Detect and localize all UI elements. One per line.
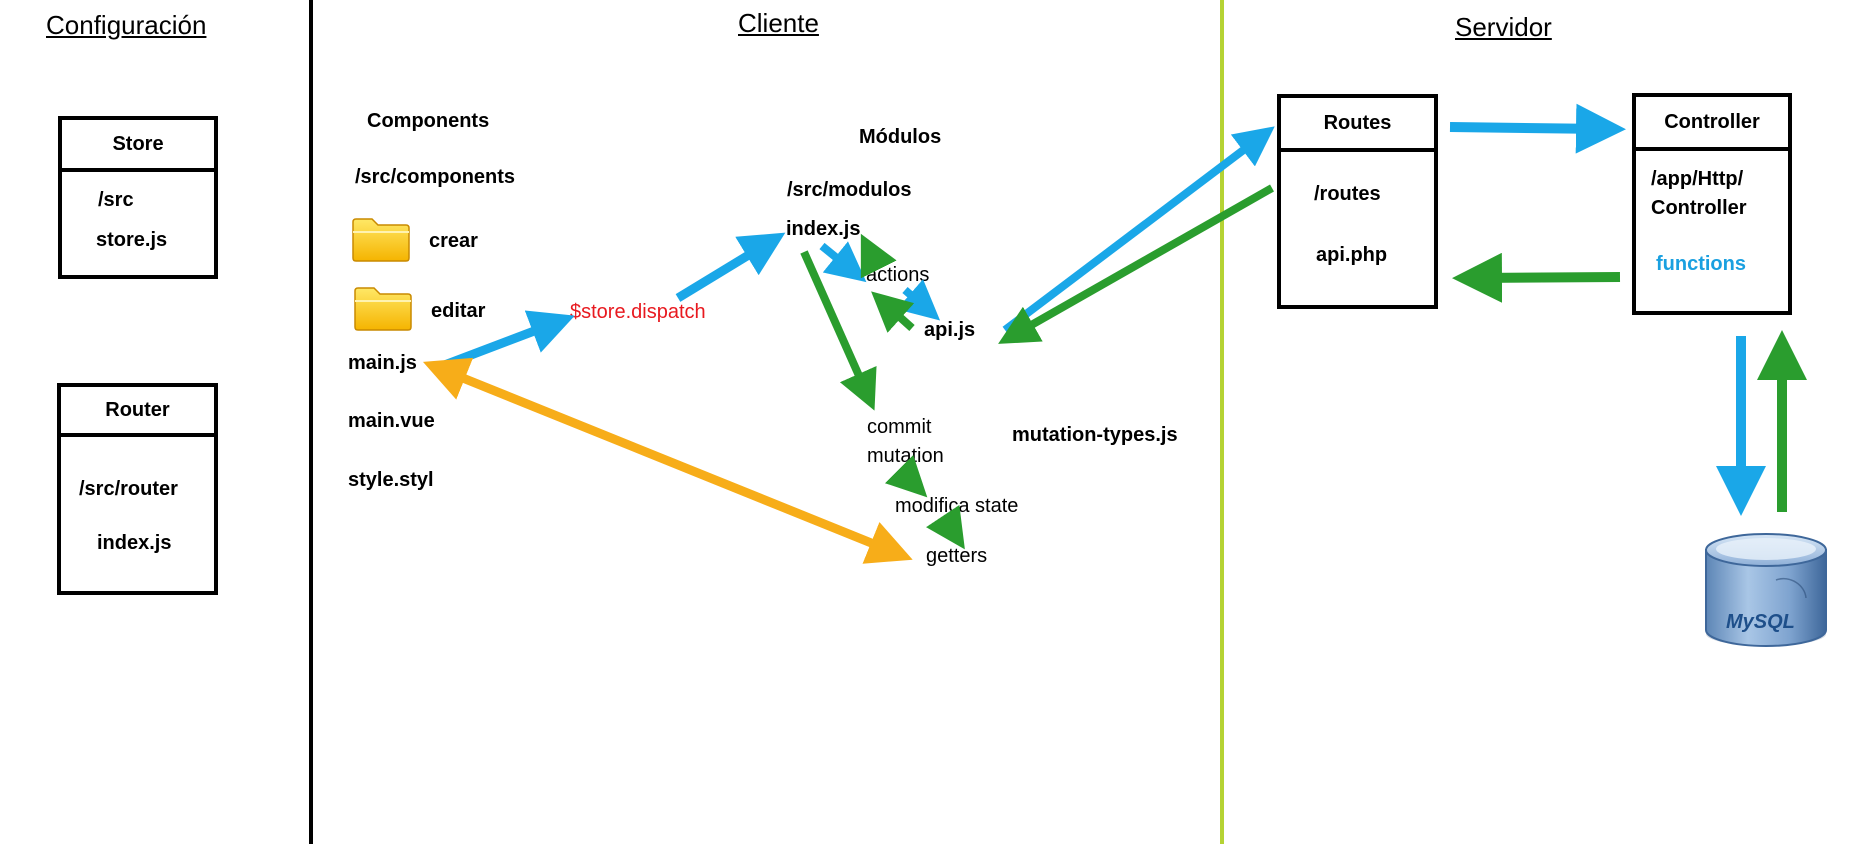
modules-heading: Módulos xyxy=(859,126,942,148)
arrow-mainjs-to-dispatch xyxy=(440,310,575,371)
arrow-controller-to-routes xyxy=(1452,252,1621,303)
file-style-styl: style.styl xyxy=(348,469,434,491)
controller-path: /app/Http/ xyxy=(1651,168,1744,190)
folder-label-crear: crear xyxy=(429,230,478,252)
arrow-index-to-actions xyxy=(819,241,867,283)
router-path: /src/router xyxy=(79,478,178,500)
modules-api: api.js xyxy=(924,319,976,341)
divider-config-client xyxy=(309,0,313,844)
arrow-actions-to-index xyxy=(860,233,897,279)
components-heading: Components xyxy=(367,110,490,132)
folder-icon-crear xyxy=(352,218,410,262)
store-box: Store /src store.js xyxy=(58,116,218,279)
arrow-mutation-to-modifica xyxy=(884,454,928,498)
modules-path: /src/modulos xyxy=(787,179,912,201)
components-path: /src/components xyxy=(355,166,516,188)
routes-box: Routes /routes api.php xyxy=(1277,94,1438,309)
arrow-mainjs-getters xyxy=(422,357,913,564)
mysql-logo-text: MySQL xyxy=(1726,611,1795,633)
arrow-api-to-routes xyxy=(1002,126,1275,334)
controller-functions: functions xyxy=(1656,253,1746,275)
arrow-routes-to-api xyxy=(998,184,1274,344)
arrow-api-to-actions xyxy=(871,291,915,333)
routes-path: /routes xyxy=(1314,183,1381,205)
modules-getters: getters xyxy=(926,545,988,567)
arrow-dispatch-to-index xyxy=(675,232,786,302)
arrow-modifica-to-getters xyxy=(926,504,965,550)
file-main-vue: main.vue xyxy=(348,410,435,432)
database-icon xyxy=(1705,533,1827,647)
section-title-server: Servidor xyxy=(1455,12,1552,42)
controller-box: Controller /app/Http/ Controller functio… xyxy=(1632,93,1792,315)
modules-mutation-types: mutation-types.js xyxy=(1012,424,1178,446)
controller-box-title: Controller xyxy=(1636,97,1788,151)
arrow-actions-to-api xyxy=(896,279,941,321)
section-title-client: Cliente xyxy=(738,8,819,38)
store-box-title: Store xyxy=(62,120,214,172)
controller-path-2: Controller xyxy=(1651,197,1747,219)
routes-box-title: Routes xyxy=(1281,98,1434,152)
file-main-js: main.js xyxy=(348,352,417,374)
router-box-title: Router xyxy=(61,387,214,437)
router-file: index.js xyxy=(97,532,172,554)
arrow-routes-to-controller xyxy=(1449,103,1626,154)
router-box: Router /src/router index.js xyxy=(57,383,218,595)
store-path: /src xyxy=(98,189,134,211)
store-file: store.js xyxy=(96,229,168,251)
routes-file: api.php xyxy=(1316,244,1388,266)
modules-index: index.js xyxy=(786,218,861,240)
divider-client-server xyxy=(1220,0,1224,844)
folder-icon-editar xyxy=(354,287,412,331)
section-title-config: Configuración xyxy=(46,10,207,40)
arrow-index-to-commit xyxy=(800,250,877,411)
dispatch-label: $store.dispatch xyxy=(570,301,706,323)
folder-label-editar: editar xyxy=(431,300,486,322)
